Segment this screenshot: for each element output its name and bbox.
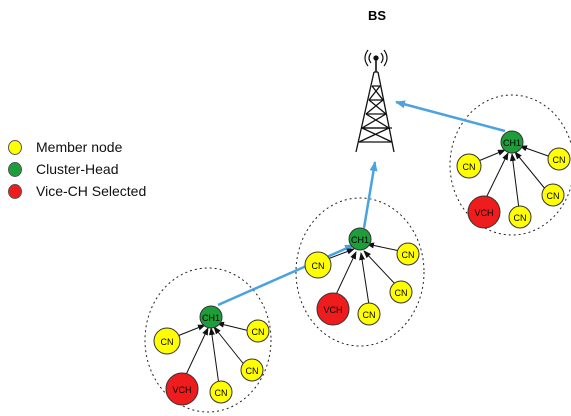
vice-ch-node: VCH: [165, 372, 199, 406]
node-label: CN: [514, 213, 527, 223]
node-label: CN: [553, 155, 566, 165]
radio-tower-icon: [355, 49, 395, 153]
node-label: VCH: [172, 385, 191, 395]
cluster-head-swatch: [8, 161, 22, 177]
legend: Member node Cluster-Head Vice-CH Selecte…: [8, 136, 146, 202]
vice-ch-node: VCH: [316, 292, 350, 326]
cluster-1: CH1 CN CN CN CN VCH: [144, 243, 355, 413]
legend-label: Member node: [36, 139, 123, 155]
vice-ch-node: VCH: [467, 195, 501, 229]
node-label: CH1: [351, 235, 369, 245]
node-label: CN: [161, 337, 174, 347]
legend-item-cluster-head: Cluster-Head: [8, 158, 146, 180]
link-arrow: [395, 100, 506, 133]
member-node: CN: [456, 153, 482, 179]
cluster-boundary: [449, 94, 571, 236]
cluster-boundary: [295, 197, 425, 347]
node-label: CN: [402, 250, 415, 260]
node-label: CH1: [503, 138, 521, 148]
member-node: CN: [209, 380, 233, 404]
member-node: CN: [240, 358, 264, 382]
legend-item-member: Member node: [8, 136, 146, 158]
node-label: CN: [312, 261, 325, 271]
cluster-head-node: CH1: [500, 130, 524, 154]
legend-label: Vice-CH Selected: [36, 183, 147, 199]
member-node: CN: [508, 205, 532, 229]
member-node: CN: [541, 183, 565, 207]
cluster-boundary: [144, 267, 272, 413]
legend-label: Cluster-Head: [36, 161, 119, 177]
member-node: CN: [357, 302, 381, 326]
node-label: CN: [246, 366, 259, 376]
member-node: CN: [389, 280, 413, 304]
member-node: CN: [153, 327, 181, 355]
member-node-swatch: [8, 139, 22, 155]
node-label: CN: [215, 388, 228, 398]
cluster-3: CH1 CN CN CN CN VCH: [395, 94, 571, 236]
cluster-head-node: CH1: [348, 227, 372, 251]
member-node: CN: [396, 242, 420, 266]
legend-item-vice-ch: Vice-CH Selected: [8, 180, 146, 202]
member-node: CN: [547, 147, 571, 171]
cluster-head-node: CH1: [199, 305, 223, 329]
cluster-2: CH1 CN CN CN CN VCH: [295, 161, 425, 347]
node-label: CN: [395, 288, 408, 298]
node-label: VCH: [323, 305, 342, 315]
node-label: CN: [363, 310, 376, 320]
node-label: VCH: [474, 208, 493, 218]
base-station-label: BS: [368, 8, 387, 23]
node-label: CN: [463, 162, 476, 172]
vice-ch-swatch: [8, 183, 22, 199]
member-node: CN: [304, 251, 332, 279]
link-arrow: [362, 161, 378, 229]
member-node: CN: [246, 319, 270, 343]
link-arrow: [217, 243, 355, 307]
node-label: CN: [547, 191, 560, 201]
node-label: CN: [252, 327, 265, 337]
node-label: CH1: [202, 313, 220, 323]
